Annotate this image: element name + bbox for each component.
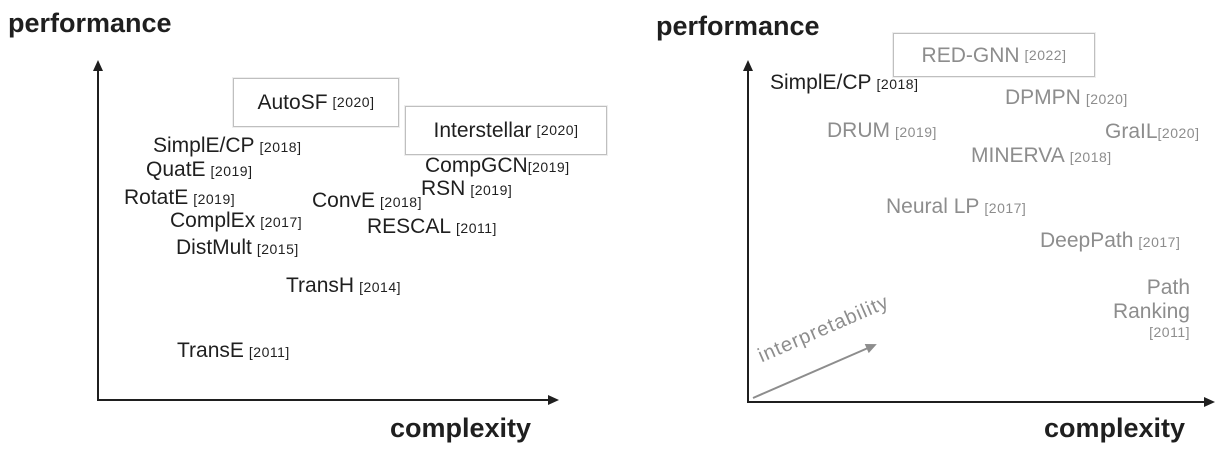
method-year: [2018] <box>380 194 422 210</box>
right-y-axis-line <box>743 60 753 403</box>
method-year: [2018] <box>259 139 302 155</box>
method-label: Path Ranking[2011] <box>1090 276 1190 341</box>
method-label: GraIL[2020] <box>1105 120 1199 145</box>
method-label: RESCAL[2011] <box>367 215 497 240</box>
method-name: RotatE <box>124 186 189 209</box>
right-x-axis-line <box>747 397 1215 407</box>
method-label: Neural LP[2017] <box>886 195 1026 220</box>
method-year: [2011] <box>1149 324 1190 340</box>
method-name: ComplEx <box>170 209 256 232</box>
left-y-axis-line <box>93 60 103 400</box>
method-label: CompGCN[2019] <box>425 154 570 179</box>
method-label: SimplE/CP[2018] <box>770 71 918 96</box>
diagonal-arrowhead-icon <box>864 339 879 354</box>
right-arrowhead-icon <box>1204 397 1215 407</box>
method-year: [2019] <box>210 163 253 179</box>
method-year: [2022] <box>1024 46 1067 63</box>
method-year: [2018] <box>1069 149 1112 165</box>
method-name: DPMPN <box>1005 86 1081 109</box>
method-label: DistMult[2015] <box>176 236 299 261</box>
method-name: Path Ranking <box>1112 276 1190 323</box>
method-name: SimplE/CP <box>770 71 872 94</box>
method-year: [2011] <box>248 344 290 360</box>
method-year: [2019] <box>470 182 513 198</box>
method-name: CompGCN <box>425 154 528 177</box>
method-year: [2017] <box>984 200 1027 216</box>
method-year: [2017] <box>260 214 303 230</box>
interpretability-label: interpretability <box>754 290 893 368</box>
method-label: DeepPath[2017] <box>1040 229 1180 254</box>
right-arrowhead-icon <box>548 395 559 405</box>
left-x-axis-label: complexity <box>390 413 532 443</box>
method-name: DeepPath <box>1040 229 1134 252</box>
method-name: RED-GNN <box>921 43 1020 67</box>
up-arrowhead-icon <box>93 60 103 71</box>
method-name: ConvE <box>312 189 376 212</box>
right-x-axis-label: complexity <box>1044 413 1186 443</box>
method-year: [2019] <box>527 159 570 175</box>
method-name: DRUM <box>827 119 890 142</box>
method-name: GraIL <box>1105 120 1158 143</box>
method-name: TransE <box>177 339 244 362</box>
method-name: RSN <box>421 177 466 200</box>
method-label: QuatE[2019] <box>146 158 252 183</box>
method-year: [2020] <box>536 122 579 138</box>
method-label: TransE[2011] <box>177 339 290 364</box>
method-label: MINERVA[2018] <box>971 144 1112 169</box>
method-label-boxed: Interstellar[2020] <box>405 106 607 155</box>
method-year: [2020] <box>332 94 375 110</box>
method-year: [2011] <box>456 220 497 236</box>
method-name: DistMult <box>176 236 252 259</box>
method-year: [2020] <box>1085 91 1128 107</box>
method-name: TransH <box>286 274 355 297</box>
method-name: Neural LP <box>886 195 980 218</box>
method-name: Interstellar <box>433 119 532 142</box>
method-label-boxed: RED-GNN[2022] <box>893 33 1095 77</box>
method-label-boxed: AutoSF[2020] <box>233 78 399 127</box>
method-year: [2015] <box>256 241 299 257</box>
method-name: QuatE <box>146 158 206 181</box>
method-year: [2014] <box>359 279 402 295</box>
up-arrowhead-icon <box>743 60 753 71</box>
method-year: [2017] <box>1138 234 1181 250</box>
method-year: [2020] <box>1157 125 1200 141</box>
left-y-axis-label: performance <box>8 8 172 38</box>
method-year: [2019] <box>193 191 236 207</box>
method-name: RESCAL <box>367 215 452 238</box>
method-name: AutoSF <box>257 91 328 114</box>
left-x-axis-line <box>97 395 559 405</box>
method-label: SimplE/CP[2018] <box>153 134 301 159</box>
method-label: RotatE[2019] <box>124 186 235 211</box>
method-label: DPMPN[2020] <box>1005 86 1128 111</box>
method-label: TransH[2014] <box>286 274 401 299</box>
method-label: ComplEx[2017] <box>170 209 302 234</box>
method-label: RSN[2019] <box>421 177 512 202</box>
method-label: ConvE[2018] <box>312 189 422 214</box>
method-name: SimplE/CP <box>153 134 255 157</box>
method-label: DRUM [2019] <box>827 119 937 144</box>
right-y-axis-label: performance <box>656 11 820 41</box>
method-year: [2018] <box>876 76 919 92</box>
method-name: MINERVA <box>971 144 1065 167</box>
method-year: [2019] <box>895 124 937 140</box>
